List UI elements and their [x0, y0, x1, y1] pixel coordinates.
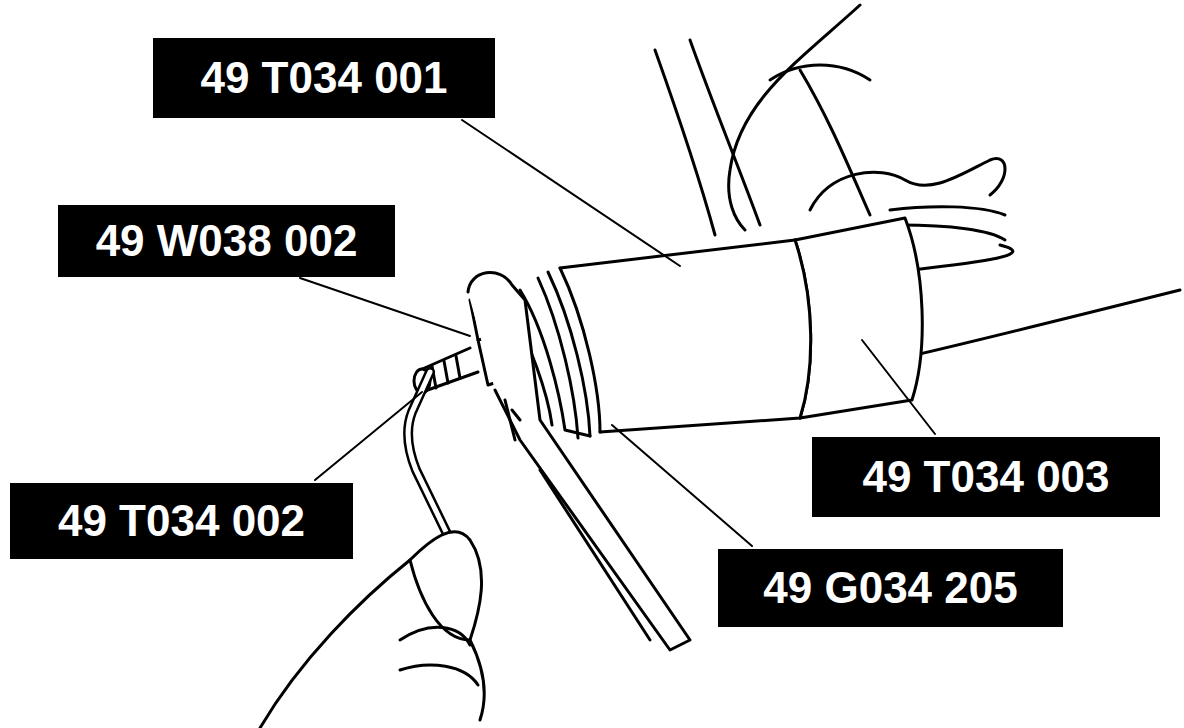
leader-line — [612, 425, 752, 546]
callout-box: 49 T034 003 — [812, 437, 1160, 517]
holder-body — [795, 218, 922, 418]
finger — [400, 627, 478, 685]
part-number: 49 W038 002 — [96, 217, 358, 265]
wrench-adjuster — [505, 400, 520, 440]
hand-outline — [810, 159, 1005, 210]
arm-outline — [915, 290, 1180, 355]
leader-line — [315, 392, 422, 480]
arm-outline — [729, 5, 860, 230]
callout-box: 49 W038 002 — [58, 205, 395, 277]
part-number: 49 T034 003 — [862, 453, 1109, 501]
leader-line — [462, 120, 680, 266]
leader-line — [300, 278, 470, 336]
wrench-slot — [540, 470, 650, 640]
callout-box: 49 T034 002 — [10, 483, 353, 559]
leader-line — [862, 340, 935, 434]
wrench — [468, 272, 690, 650]
callout-box: 49 G034 205 — [718, 549, 1063, 627]
hand-outline — [260, 532, 484, 728]
part-number: 49 T034 001 — [200, 54, 447, 102]
callout-box: 49 T034 001 — [153, 38, 495, 118]
arm-outline — [800, 70, 870, 215]
part-number: 49 G034 205 — [763, 564, 1017, 612]
tool-body — [560, 240, 811, 432]
bolt-thread — [432, 356, 460, 388]
part-number: 49 T034 002 — [58, 497, 305, 545]
arm-outline — [770, 65, 870, 80]
tool-edge — [560, 268, 600, 432]
thread-ring — [538, 272, 590, 438]
arm-outline — [690, 40, 760, 225]
arm-outline — [655, 50, 715, 235]
arm-outline — [912, 245, 1013, 270]
